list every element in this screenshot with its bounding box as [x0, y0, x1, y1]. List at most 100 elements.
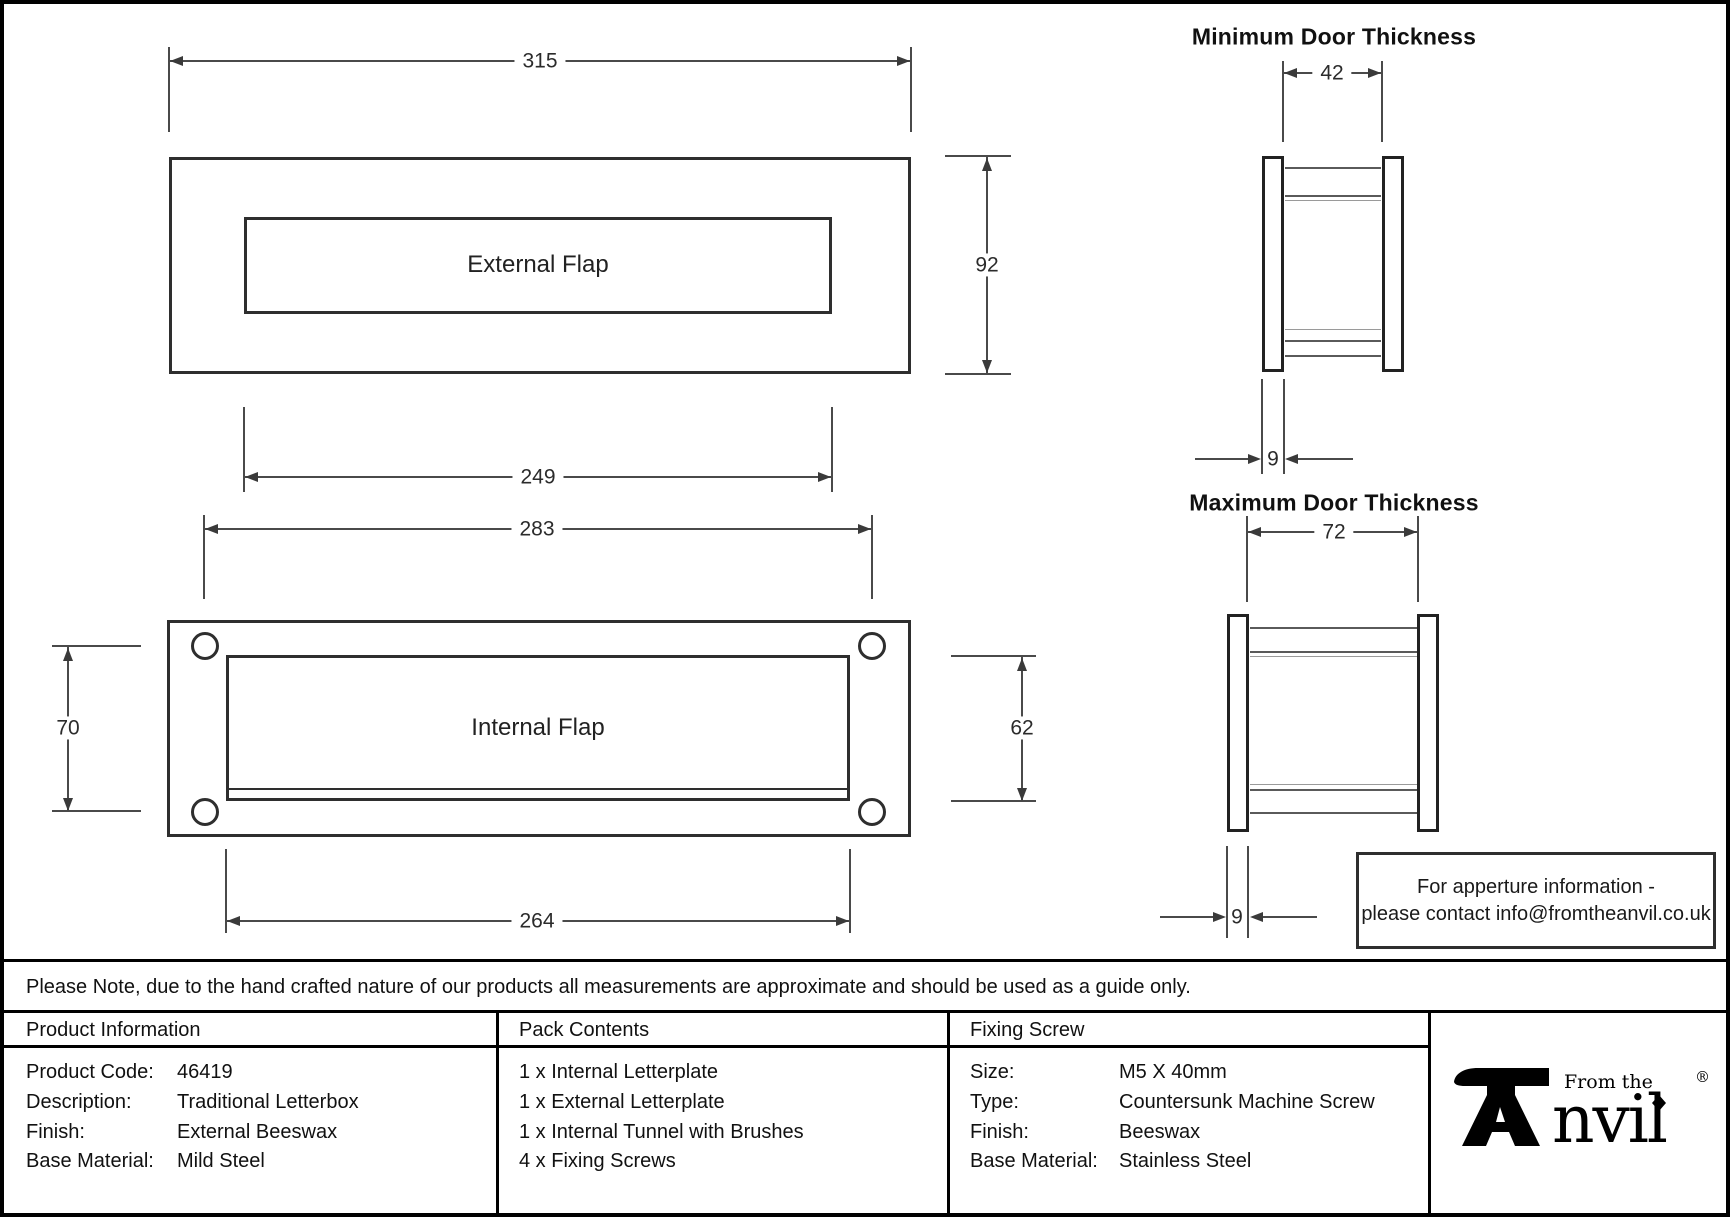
brand-suffix-text: nvil: [1552, 1081, 1667, 1157]
ext-line: [52, 645, 141, 647]
arrowhead-left: [245, 472, 258, 482]
row-label: Base Material:: [970, 1150, 1098, 1172]
ext-line: [1283, 379, 1285, 474]
arrowhead-right: [818, 472, 831, 482]
arrowhead-down: [1017, 788, 1027, 801]
row-value: Stainless Steel: [1119, 1150, 1252, 1172]
max-left-plate: [1227, 614, 1249, 832]
arrowhead-left: [1284, 68, 1297, 78]
brand-prefix-text: From the: [1564, 1071, 1653, 1093]
from-the-anvil-logo: nvil From the ®: [1454, 1068, 1710, 1157]
tunnel-line: [1250, 651, 1417, 653]
column-divider: [947, 1010, 950, 1213]
row-label: Description:: [26, 1091, 132, 1113]
ext-line: [1247, 846, 1249, 938]
anvil-a-legs: [1462, 1095, 1540, 1146]
tunnel-brush-line: [1285, 329, 1381, 330]
arrowhead-left: [205, 524, 218, 534]
dim-leader-line: [1195, 458, 1250, 460]
ext-line: [849, 849, 851, 933]
ext-line: [243, 407, 245, 492]
ext-line: [951, 800, 1036, 802]
min-right-plate: [1382, 156, 1404, 372]
max-right-plate: [1417, 614, 1439, 832]
dim-9-max-label: 9: [1229, 905, 1245, 929]
ext-line: [945, 155, 1011, 157]
arrowhead-right: [1368, 68, 1381, 78]
arrowhead-down: [63, 798, 73, 811]
fixing-screw-header: Fixing Screw: [970, 1019, 1085, 1041]
ext-line: [951, 655, 1036, 657]
row-value: Countersunk Machine Screw: [1119, 1091, 1375, 1113]
screw-hole-icon: [858, 632, 886, 660]
dim-72-label: 72: [1314, 520, 1354, 544]
arrowhead-left: [170, 56, 183, 66]
arrowhead-up: [63, 648, 73, 661]
tunnel-line: [1250, 812, 1417, 814]
ext-line: [1261, 379, 1263, 474]
external-flap-outline: [244, 217, 832, 314]
dim-283-label: 283: [511, 517, 563, 541]
aperture-info-box: For apperture information - please conta…: [1356, 852, 1716, 949]
arrowhead-left: [1285, 454, 1298, 464]
internal-flap-outline: [226, 655, 850, 801]
pack-item: 1 x Internal Tunnel with Brushes: [519, 1121, 804, 1143]
tunnel-brush-line: [1250, 656, 1417, 657]
tunnel-brush-line: [1285, 200, 1381, 201]
arrowhead-up: [1017, 658, 1027, 671]
pack-item: 1 x External Letterplate: [519, 1091, 725, 1113]
anvil-icon: [1454, 1068, 1549, 1095]
arrowhead-right: [836, 916, 849, 926]
tunnel-line: [1285, 355, 1381, 357]
max-door-title: Maximum Door Thickness: [1189, 489, 1479, 516]
row-label: Type:: [970, 1091, 1019, 1113]
dim-264-label: 264: [511, 909, 563, 933]
dim-leader-line: [1160, 916, 1214, 918]
tunnel-brush-line: [1250, 784, 1417, 785]
ext-line: [225, 849, 227, 933]
dim-92-label: 92: [967, 253, 1007, 277]
row-value: 46419: [177, 1061, 233, 1083]
ext-line: [1226, 846, 1228, 938]
dim-9-min-label: 9: [1265, 447, 1281, 471]
row-label: Finish:: [970, 1121, 1029, 1143]
dim-70-label: 70: [48, 716, 88, 740]
arrowhead-up: [982, 158, 992, 171]
tunnel-line: [1285, 195, 1381, 197]
min-left-plate: [1262, 156, 1284, 372]
dim-249-label: 249: [512, 465, 564, 489]
pack-item: 4 x Fixing Screws: [519, 1150, 676, 1172]
external-flap-label: External Flap: [467, 251, 609, 278]
header-divider: [4, 1045, 1428, 1048]
dim-leader-line: [1298, 458, 1353, 460]
dim-42-label: 42: [1312, 61, 1352, 85]
arrowhead-down: [982, 360, 992, 373]
arrowhead-right: [858, 524, 871, 534]
arrowhead-left: [1250, 912, 1263, 922]
screw-hole-icon: [191, 798, 219, 826]
row-value: Mild Steel: [177, 1150, 265, 1172]
pack-contents-header: Pack Contents: [519, 1019, 650, 1041]
row-value: M5 X 40mm: [1119, 1061, 1227, 1083]
row-value: External Beeswax: [177, 1121, 338, 1143]
flap-lip-line: [229, 788, 847, 790]
tunnel-line: [1250, 789, 1417, 791]
row-value: Beeswax: [1119, 1121, 1201, 1143]
diamond-icon: [1652, 1095, 1666, 1111]
row-value: Traditional Letterbox: [177, 1091, 359, 1113]
pack-item: 1 x Internal Letterplate: [519, 1061, 719, 1083]
column-divider: [1428, 1010, 1431, 1213]
row-label: Base Material:: [26, 1150, 154, 1172]
arrowhead-right: [897, 56, 910, 66]
row-label: Size:: [970, 1061, 1015, 1083]
aperture-info-line2: please contact info@fromtheanvil.co.uk: [1361, 902, 1711, 925]
screw-hole-icon: [858, 798, 886, 826]
dim-315-label: 315: [514, 49, 566, 73]
registered-mark: ®: [1695, 1068, 1710, 1086]
ext-line: [945, 373, 1011, 375]
ext-line: [168, 47, 170, 132]
ext-line: [1417, 516, 1419, 602]
row-label: Product Code:: [26, 1061, 154, 1083]
column-divider: [496, 1010, 499, 1213]
